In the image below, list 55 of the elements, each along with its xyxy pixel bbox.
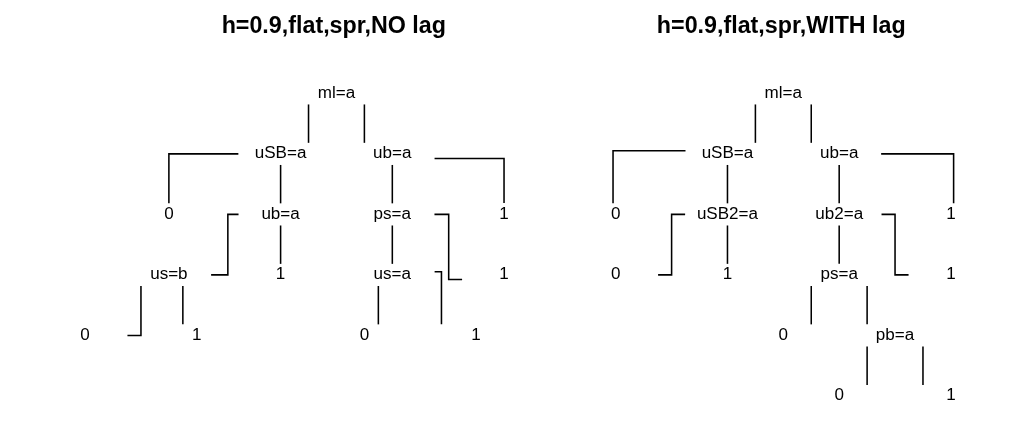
node-text: ps=a bbox=[373, 203, 412, 223]
connector bbox=[363, 103, 366, 144]
node-text: ub=a bbox=[373, 143, 412, 163]
node-text: uSB=a bbox=[254, 143, 307, 163]
node-text: ub=a bbox=[261, 203, 300, 223]
node-text: ml=a bbox=[317, 82, 356, 102]
node-text: 0 bbox=[778, 324, 789, 344]
node-text: 0 bbox=[834, 385, 844, 405]
node-text: 0 bbox=[611, 264, 621, 284]
connector bbox=[922, 345, 924, 386]
node-text: 1 bbox=[499, 264, 509, 284]
connector bbox=[391, 164, 394, 205]
node-text: ub=a bbox=[819, 143, 859, 163]
node-text: 1 bbox=[722, 264, 733, 284]
connector bbox=[838, 224, 840, 265]
connector bbox=[279, 164, 282, 205]
node-text: us=a bbox=[373, 264, 412, 284]
label: h=0.9,flat,spr,WITH lag bbox=[656, 11, 906, 38]
node-text: ml=a bbox=[764, 82, 803, 102]
node-text: 1 bbox=[275, 264, 286, 284]
node-text: ub2=a bbox=[815, 203, 864, 223]
connector bbox=[377, 285, 380, 326]
connector bbox=[866, 345, 868, 386]
connector bbox=[433, 271, 443, 326]
connector bbox=[391, 224, 394, 265]
connector bbox=[726, 164, 729, 205]
node-text: 1 bbox=[192, 324, 202, 344]
node-text: 1 bbox=[471, 324, 481, 344]
connector bbox=[279, 224, 282, 265]
connector bbox=[612, 150, 687, 205]
node-text: uSB2=a bbox=[696, 203, 759, 223]
node-text: 0 bbox=[80, 324, 90, 344]
connector bbox=[838, 164, 840, 205]
connector bbox=[866, 285, 868, 326]
connector bbox=[182, 285, 184, 326]
node-text: pb=a bbox=[875, 324, 915, 344]
node-text: uSB=a bbox=[701, 143, 754, 163]
node-text: 1 bbox=[946, 385, 956, 405]
node-text: ps=a bbox=[820, 264, 858, 284]
label: h=0.9,flat,spr,NO lag bbox=[221, 11, 446, 38]
connector bbox=[726, 224, 729, 265]
connector bbox=[810, 103, 813, 144]
node-text: 0 bbox=[164, 203, 174, 223]
connector bbox=[754, 103, 757, 144]
connector bbox=[168, 153, 240, 205]
connector bbox=[880, 153, 955, 205]
connector bbox=[810, 285, 813, 326]
node-text: 0 bbox=[611, 203, 621, 223]
connector bbox=[307, 103, 310, 144]
node-text: 1 bbox=[946, 203, 956, 223]
node-text: 1 bbox=[499, 203, 509, 223]
node-text: 0 bbox=[359, 324, 370, 344]
node-text: 1 bbox=[946, 264, 956, 284]
connector bbox=[433, 157, 505, 204]
node-text: us=b bbox=[150, 264, 188, 284]
